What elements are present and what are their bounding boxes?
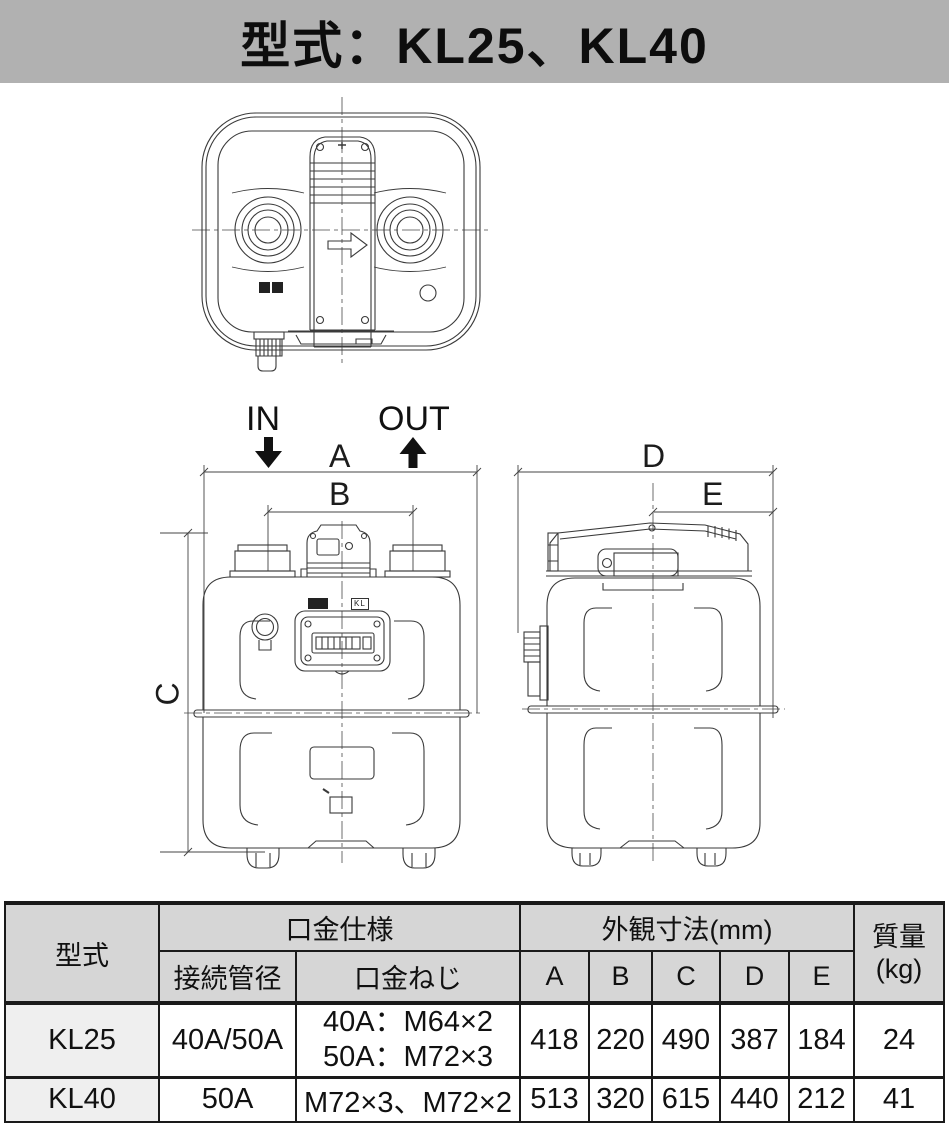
title-banner: 型式：KL25、KL40 bbox=[0, 0, 949, 83]
header-mass-line1: 質量 bbox=[872, 921, 926, 952]
header-row-1: 型式 口金仕様 外観寸法(mm) 質量 (kg) bbox=[4, 901, 945, 1004]
header-dim-e: E bbox=[788, 950, 855, 1004]
header-dim-c: C bbox=[651, 950, 721, 1004]
cell-mass: 24 bbox=[853, 1001, 945, 1078]
table-row-kl25: KL25 40A/50A 40A：M64×2 50A：M72×3 418 220… bbox=[4, 1001, 945, 1078]
dim-a-label: A bbox=[329, 438, 351, 474]
header-model: 型式 bbox=[4, 901, 160, 1004]
dim-d-label: D bbox=[642, 438, 666, 474]
panel-barcode-label bbox=[308, 598, 328, 609]
meter-side-body bbox=[523, 522, 779, 867]
cell-dim-a: 418 bbox=[519, 1001, 590, 1078]
caution-label-icons bbox=[259, 282, 283, 293]
flow-arrow-icon bbox=[327, 231, 368, 259]
cell-pipe: 50A bbox=[158, 1075, 297, 1123]
cell-model: KL25 bbox=[4, 1001, 160, 1078]
cell-dim-e: 184 bbox=[788, 1001, 855, 1078]
cell-thread: 40A：M64×2 50A：M72×3 bbox=[295, 1001, 521, 1078]
spec-table: 型式 口金仕様 外観寸法(mm) 質量 (kg) 接続管径 口金ねじ A B C… bbox=[4, 901, 945, 1123]
side-dimension-lines bbox=[513, 465, 778, 718]
cell-dim-e: 212 bbox=[788, 1075, 855, 1123]
cell-dim-a: 513 bbox=[519, 1075, 590, 1123]
cell-dim-c: 490 bbox=[651, 1001, 721, 1078]
flow-arrows bbox=[255, 437, 427, 468]
side-centerline bbox=[522, 483, 785, 865]
header-nozzle-spec: 口金仕様 bbox=[158, 901, 521, 952]
top-view-drawing bbox=[192, 97, 490, 372]
header-mass: 質量 (kg) bbox=[853, 901, 945, 1004]
cell-model: KL40 bbox=[4, 1075, 160, 1123]
dim-b-label: B bbox=[329, 476, 351, 512]
cell-mass: 41 bbox=[853, 1075, 945, 1123]
pressure-fitting bbox=[253, 331, 285, 372]
front-centerline bbox=[184, 521, 480, 863]
cell-dim-d: 387 bbox=[719, 1001, 790, 1078]
header-mass-line2: (kg) bbox=[875, 954, 923, 984]
cell-dim-b: 220 bbox=[588, 1001, 653, 1078]
dim-e-label: E bbox=[702, 476, 724, 512]
in-arrow-icon bbox=[255, 437, 282, 468]
cell-dim-c: 615 bbox=[651, 1075, 721, 1123]
cell-thread: M72×3、M72×2 bbox=[295, 1075, 521, 1123]
header-dim-b: B bbox=[588, 950, 653, 1004]
header-dimensions: 外観寸法(mm) bbox=[519, 901, 855, 952]
header-row-2: 接続管径 口金ねじ A B C D E bbox=[5, 950, 944, 1004]
table-row-kl40: KL40 50A M72×3、M72×2 513 320 615 440 212… bbox=[4, 1075, 945, 1123]
header-pipe-diameter: 接続管径 bbox=[158, 950, 297, 1004]
header-dim-d: D bbox=[719, 950, 790, 1004]
front-dimension-lines bbox=[160, 465, 482, 857]
cell-dim-b: 320 bbox=[588, 1075, 653, 1123]
header-dim-a: A bbox=[519, 950, 590, 1004]
page-title: 型式：KL25、KL40 bbox=[240, 17, 709, 74]
thread-line-1: 40A：M64×2 bbox=[322, 1006, 494, 1039]
meter-front-body bbox=[193, 524, 470, 869]
top-view-centerlines bbox=[192, 97, 490, 365]
side-view-drawing bbox=[513, 465, 785, 867]
panel-kl-tag: KL bbox=[351, 598, 369, 610]
thread-line-2: 50A：M72×3 bbox=[322, 1041, 494, 1074]
dim-c-label: C bbox=[149, 682, 186, 706]
cell-pipe: 40A/50A bbox=[158, 1001, 297, 1078]
flow-out-label: OUT bbox=[378, 400, 450, 438]
flow-in-label: IN bbox=[246, 400, 280, 438]
cell-dim-d: 440 bbox=[719, 1075, 790, 1123]
out-arrow-icon bbox=[399, 437, 427, 468]
header-nozzle-thread: 口金ねじ bbox=[295, 950, 521, 1004]
front-view-drawing bbox=[160, 437, 482, 869]
meter-top-body bbox=[201, 112, 481, 351]
